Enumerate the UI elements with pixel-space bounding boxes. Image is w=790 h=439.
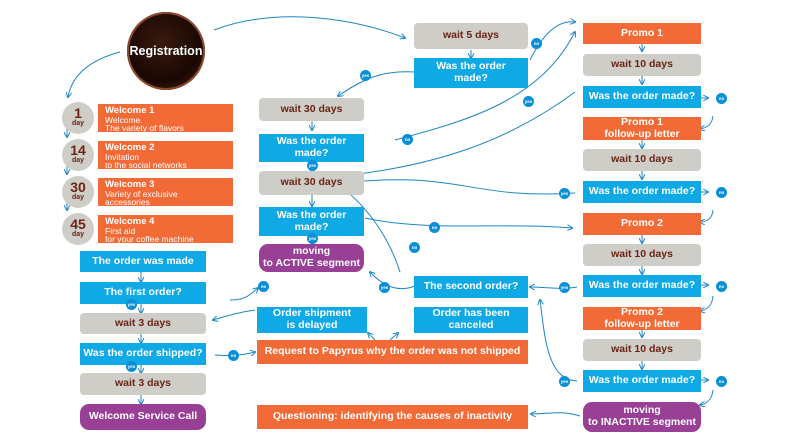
connector [394,32,575,141]
no-badge: no [228,350,239,361]
connector [343,188,401,273]
registration-label: Registration [129,44,203,58]
yes-badge: yes [559,282,570,293]
wait-10-days-node[interactable]: wait 10 days [583,244,701,266]
wait-10-days-node[interactable]: wait 10 days [583,149,701,171]
order-made-decision[interactable]: Was the order made? [259,207,364,236]
first-order-decision[interactable]: The first order? [80,282,206,304]
connector [368,333,376,341]
yes-badge: yes [523,96,534,107]
connector [529,22,575,61]
yes-badge: yes [126,361,137,372]
no-badge: no [258,281,269,292]
no-badge: no [409,242,420,253]
wait-30-days-node[interactable]: wait 30 days [259,171,364,195]
promo-2-node[interactable]: Promo 2 [583,213,701,235]
order-made-decision[interactable]: Was the order made? [583,370,701,392]
day-unit: day [71,194,85,201]
yes-badge: yes [360,70,371,81]
order-made-decision[interactable]: Was the order made? [583,275,701,297]
welcome-description: Invitation to the social networks [105,151,187,170]
welcome-title: Welcome 1 [105,105,155,116]
connector [700,389,714,405]
connector [343,179,576,195]
connector [700,209,714,222]
day-unit: day [71,120,85,127]
order-shipped-decision[interactable]: Was the order shipped? [80,343,206,365]
day-number: 45 [70,216,86,232]
connector [540,300,578,382]
day-unit: day [71,231,85,238]
order-made-node[interactable]: The order was made [80,251,206,272]
wait-10-days-node[interactable]: wait 10 days [583,54,701,76]
promo-2-followup-node[interactable]: Promo 2 follow-up letter [583,306,701,330]
connector [229,288,258,301]
second-order-decision[interactable]: The second order? [414,276,528,298]
wait-10-days-node[interactable]: wait 10 days [583,339,701,361]
welcome-description: Variety of exclusive accessories [105,188,178,207]
yes-badge: yes [559,376,570,387]
no-badge: no [716,376,727,387]
welcome-service-call-node[interactable]: Welcome Service Call [80,404,206,430]
no-badge: no [429,222,440,233]
registration-node[interactable]: Registration [127,12,205,90]
yes-badge: yes [559,188,570,199]
connector [530,287,578,288]
day-number: 1 [74,105,82,121]
welcome-title: Welcome 3 [105,179,155,190]
wait-3-days-node[interactable]: wait 3 days [80,313,206,334]
no-badge: no [716,281,727,292]
connector [364,217,572,228]
connector [389,333,398,341]
connector [338,71,416,96]
order-canceled-node[interactable]: Order has been canceled [414,307,528,333]
wait-30-days-node[interactable]: wait 30 days [259,98,364,121]
yes-badge: yes [126,299,137,310]
request-papyrus-node[interactable]: Request to Papyrus why the order was not… [257,340,528,364]
welcome-title: Welcome 2 [105,142,155,153]
yes-badge: yes [307,233,318,244]
connector [531,413,581,416]
day-number: 14 [70,142,86,158]
shipment-delayed-node[interactable]: Order shipment is delayed [257,307,367,333]
connector [213,309,256,320]
wait-5-days-node[interactable]: wait 5 days [414,23,528,49]
day-number: 30 [70,179,86,195]
connector [700,115,714,129]
wait-3-days-node[interactable]: wait 3 days [80,373,206,395]
connector [213,16,405,38]
order-made-decision[interactable]: Was the order made? [414,58,528,88]
inactive-segment-node[interactable]: moving to INACTIVE segment [583,402,701,432]
connector [370,272,416,290]
active-segment-node[interactable]: moving to ACTIVE segment [259,244,364,272]
order-made-decision[interactable]: Was the order made? [259,134,364,162]
welcome-title: Welcome 4 [105,216,155,227]
order-made-decision[interactable]: Was the order made? [583,86,701,108]
welcome-description: Welcome. The variety of flavors [105,114,184,133]
welcome-description: First aid for your coffee machine [105,225,194,244]
connector [68,51,121,97]
questioning-node[interactable]: Questioning: identifying the causes of i… [257,405,528,429]
promo-1-followup-node[interactable]: Promo 1 follow-up letter [583,116,701,140]
yes-badge: yes [307,160,318,171]
promo-1-node[interactable]: Promo 1 [583,23,701,44]
no-badge: no [716,93,727,104]
no-badge: no [716,187,727,198]
yes-badge: yes [379,282,390,293]
no-badge: no [531,38,542,49]
connector [343,91,576,176]
connector [700,295,714,311]
order-made-decision[interactable]: Was the order made? [583,181,701,203]
no-badge: no [402,134,413,145]
day-unit: day [71,157,85,164]
